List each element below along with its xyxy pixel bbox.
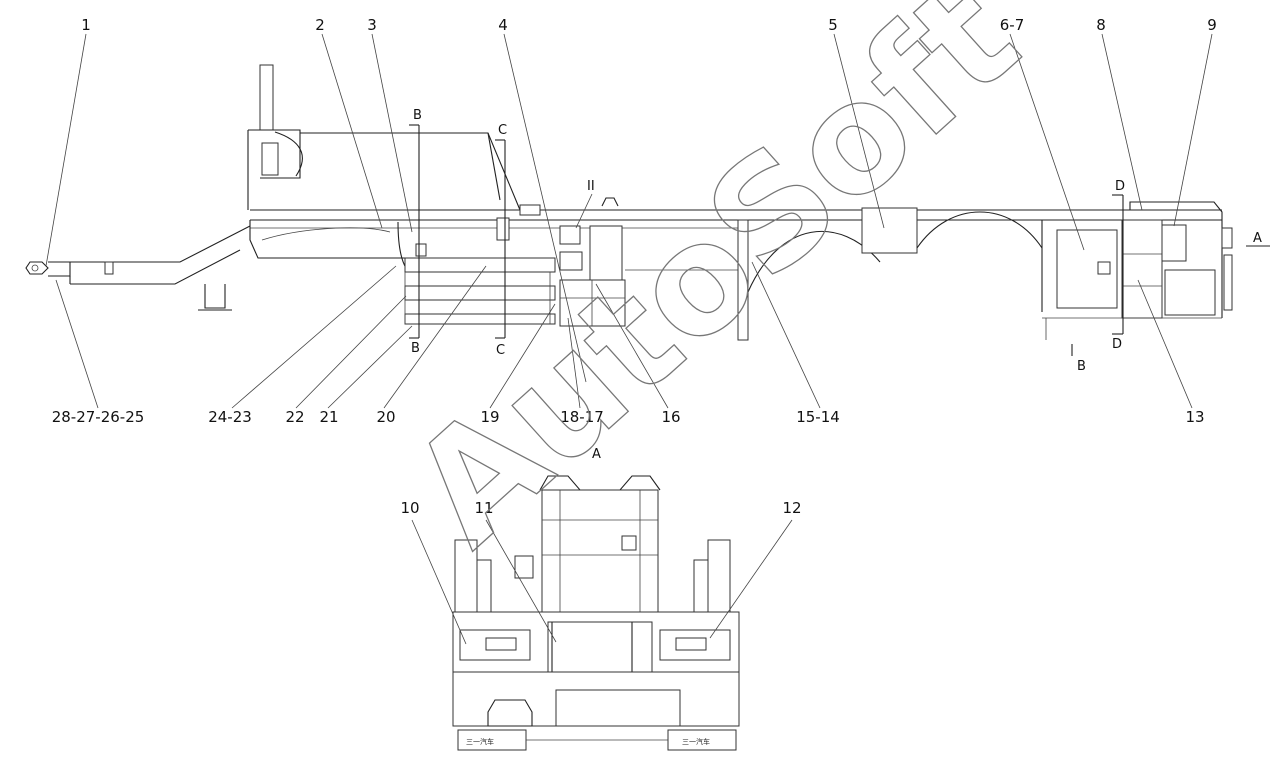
section-mark-c-top: C [498, 123, 507, 138]
callout-9: 9 [1207, 16, 1217, 34]
callout-6-7: 6-7 [1000, 16, 1025, 34]
callout-20: 20 [376, 408, 395, 426]
section-marks: B B C C D D II B A A [409, 108, 1270, 462]
plate-text-right: 三一汽车 [682, 737, 710, 746]
section-mark-d-bottom: D [1112, 337, 1122, 352]
section-mark-b-bottom: B [411, 341, 420, 356]
callout-21: 21 [319, 408, 338, 426]
callout-1: 1 [81, 16, 91, 34]
plate-text-left: 三一汽车 [466, 737, 494, 746]
section-mark-d-top: D [1115, 179, 1125, 194]
callout-10: 10 [400, 499, 419, 517]
callout-13: 13 [1185, 408, 1204, 426]
callout-8: 8 [1096, 16, 1106, 34]
callout-22: 22 [285, 408, 304, 426]
side-view-chassis [25, 64, 1233, 341]
callout-24-23: 24-23 [208, 408, 252, 426]
callout-labels: 1 2 3 4 5 6-7 8 9 28-27-26-25 24-23 22 2… [52, 16, 1217, 517]
section-mark-c-bottom: C [496, 343, 505, 358]
leader-lines [45, 33, 1213, 645]
callout-3: 3 [367, 16, 377, 34]
view-mark-b-rear: B [1077, 359, 1086, 374]
callout-4: 4 [498, 16, 508, 34]
view-mark-a-side: A [1253, 231, 1262, 246]
callout-15-14: 15-14 [796, 408, 840, 426]
callout-2: 2 [315, 16, 325, 34]
front-view-a: 三一汽车 三一汽车 [452, 475, 740, 751]
section-mark-b-top: B [413, 108, 422, 123]
detail-mark-roman: II [587, 179, 595, 194]
callout-5: 5 [828, 16, 838, 34]
callout-11: 11 [474, 499, 493, 517]
callout-12: 12 [782, 499, 801, 517]
callout-19: 19 [480, 408, 499, 426]
callout-28-27-26-25: 28-27-26-25 [52, 408, 145, 426]
view-mark-a-front: A [592, 447, 601, 462]
callout-18-17: 18-17 [560, 408, 604, 426]
callout-16: 16 [661, 408, 680, 426]
